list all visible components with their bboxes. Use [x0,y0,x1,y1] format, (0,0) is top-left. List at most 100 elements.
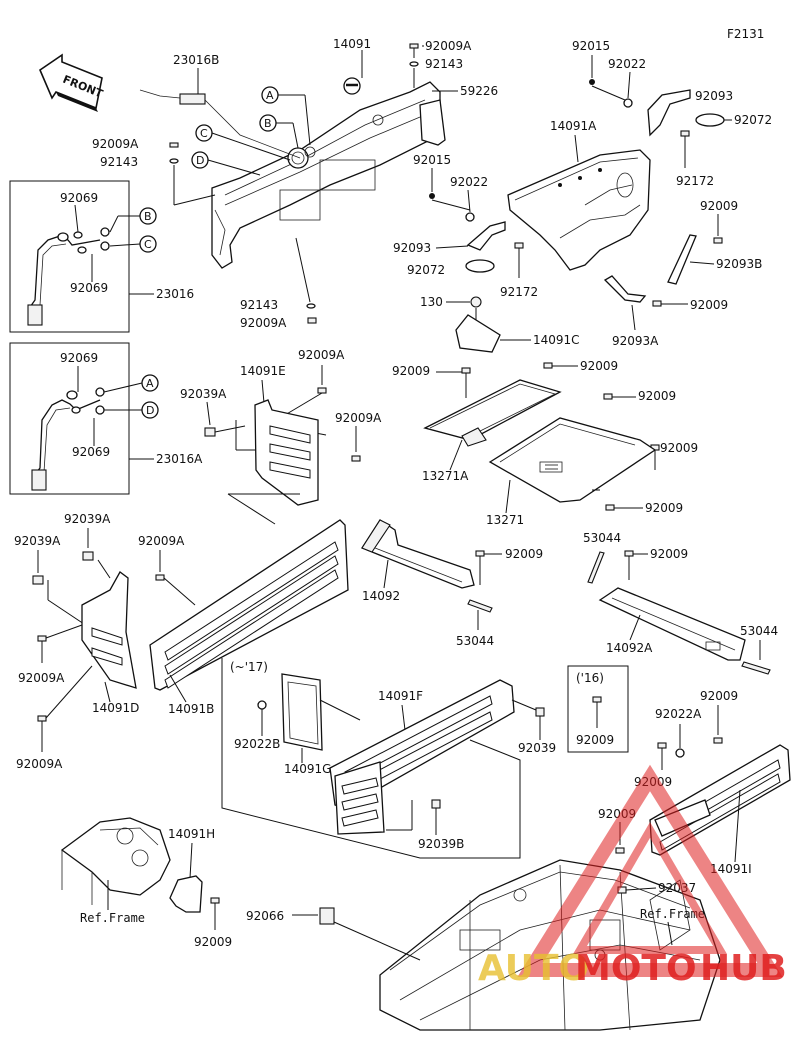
callout-b-box1: B [139,207,157,225]
label-92015-mid: 92015 [413,153,451,167]
plate-13271A-part [423,379,562,447]
label-14091F: 14091F [378,689,423,703]
label-92009-y16: 92009 [576,733,614,747]
label-14091A: 14091A [550,119,597,133]
label-92009A-e1: 92009A [298,348,345,362]
watermark-logo [517,764,783,977]
svg-text:B: B [264,117,272,130]
svg-text:D: D [196,154,204,167]
panel-14091E-part [254,399,319,506]
svg-text:C: C [200,127,208,140]
label-92009-r1: 92009 [700,199,738,213]
svg-text:MOTO: MOTO [575,948,697,989]
label-92069-box1-bottom: 92069 [70,281,108,295]
label-14091H: 14091H [168,827,215,841]
label-92143-bottom: 92143 [240,298,278,312]
callout-b-top: B [259,114,277,132]
label-14091B: 14091B [168,702,214,716]
frame-14091-part [211,81,446,269]
label-14091G: 14091G [284,762,331,776]
label-92009-p3: 92009 [638,389,676,403]
label-92072-tr: 92072 [734,113,772,127]
label-13271A: 13271A [422,469,469,483]
label-92009-p4: 92009 [660,441,698,455]
bracket-14091A-part [507,149,651,271]
frame-corner-left-part [60,817,171,905]
label-92009A-top: 92009A [425,39,472,53]
label-92022B: 92022B [234,737,280,751]
svg-text:AUTO: AUTO [478,948,589,989]
label-14091E: 14091E [240,364,286,378]
label-92143-left: 92143 [100,155,138,169]
box-23016A [9,342,130,495]
ref-frame-label-right: Ref.Frame [640,907,705,921]
label-92009A-d1: 92009A [18,671,65,685]
callout-a-box2: A [141,374,159,392]
svg-text:C: C [144,238,152,251]
label-92069-box2-top: 92069 [60,351,98,365]
bracket-14091H-part [169,875,203,913]
box-pre17 [221,658,521,859]
svg-text:A: A [146,377,154,390]
bar-14091F-part [329,679,515,835]
label-92009-i1: 92009 [700,689,738,703]
label-14091C: 14091C [533,333,580,347]
label-92093A: 92093A [612,334,659,348]
label-130: 130 [420,295,443,309]
label-92039A-b2: 92039A [14,534,61,548]
label-14092: 14092 [362,589,400,603]
callout-a-top: A [261,86,279,104]
bracket-14091D-part [81,571,137,689]
label-92009-p5: 92009 [645,501,683,515]
callout-d-top: D [191,151,209,169]
label-92093-mid: 92093 [393,241,431,255]
label-23016: 23016 [156,287,194,301]
label-pre17: (~'17) [230,660,268,674]
ref-frame-label-left: Ref.Frame [80,911,145,925]
label-92009-p2: 92009 [580,359,618,373]
label-92009-h: 92009 [194,935,232,949]
box-y16 [567,665,629,753]
plate-13271-part [488,417,657,503]
bar-14092-part [361,519,475,589]
label-92069-box1-top: 92069 [60,191,98,205]
label-92039A-e: 92039A [180,387,227,401]
bar-14091B-part [149,519,349,691]
box-23016 [9,180,130,333]
svg-text:HUB: HUB [700,948,787,989]
label-92066: 92066 [246,909,284,923]
label-92022-tr: 92022 [608,57,646,71]
label-92009-r2: 92009 [690,298,728,312]
label-y16: ('16) [576,671,604,685]
label-92093B: 92093B [716,257,762,271]
bolt-92009A-top [409,43,419,58]
bar-14092A-part [598,587,746,661]
label-92022A: 92022A [655,707,702,721]
label-14091I: 14091I [710,862,752,876]
label-92093-tr: 92093 [695,89,733,103]
label-92143-top: 92143 [425,57,463,71]
label-53044-a1: 53044 [583,531,621,545]
plate-14091G-part [281,673,323,751]
svg-text:D: D [146,404,154,417]
label-92009-14092A: 92009 [650,547,688,561]
front-arrow-icon: FRONT [39,53,105,112]
label-53044-a2: 53044 [740,624,778,638]
label-92009-14092: 92009 [505,547,543,561]
label-23016A: 23016A [156,452,203,466]
label-14091D: 14091D [92,701,139,715]
label-92009A-b: 92009A [138,534,185,548]
diagram-code: F2131 [727,27,764,41]
label-13271: 13271 [486,513,524,527]
label-14092A: 14092A [606,641,653,655]
label-92172-tr: 92172 [676,174,714,188]
label-92009A-d2: 92009A [16,757,63,771]
label-92009A-e2: 92009A [335,411,382,425]
label-92072-mid: 92072 [407,263,445,277]
label-92022-mid: 92022 [450,175,488,189]
callout-c-box1: C [139,235,157,253]
label-92009A-bottom: 92009A [240,316,287,330]
callout-c-top: C [195,124,213,142]
label-92009A-left: 92009A [92,137,139,151]
